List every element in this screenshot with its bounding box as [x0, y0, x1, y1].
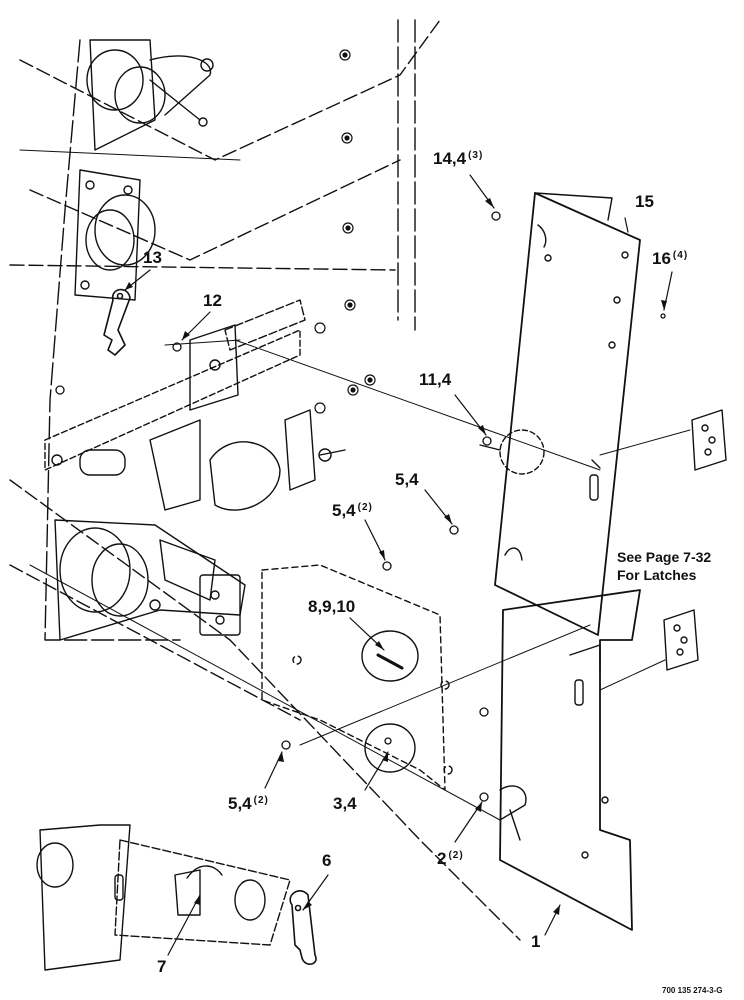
callout-5-4-c: 5,4(2): [228, 794, 269, 813]
frame-holes: [314, 49, 376, 414]
leader-arrowheads: [125, 198, 667, 915]
lower-shield-panel: [499, 589, 641, 931]
inset-bearing-assembly: [36, 824, 291, 971]
upper-bearing-assembly: [86, 39, 214, 151]
frame-vertical-edges: [44, 19, 416, 641]
center-bracket-plate: [44, 329, 346, 511]
hardware-bolts: [55, 211, 666, 802]
callout-8-9-10: 8,9,10: [308, 597, 356, 616]
callout-13: 13: [143, 248, 162, 267]
callout-15: 15: [635, 192, 654, 211]
note-line-2: For Latches: [617, 567, 697, 583]
callout-12: 12: [203, 291, 222, 310]
access-holes: [361, 429, 545, 773]
lower-mount-plate: [261, 564, 453, 791]
callout-2: 2(2): [437, 849, 464, 868]
callout-11-4: 11,4: [419, 370, 452, 389]
callout-1: 1: [531, 932, 541, 951]
note-line-1: See Page 7-32: [617, 549, 712, 565]
callout-14-4: 14,4(3): [433, 149, 484, 168]
callout-16: 16(4): [652, 249, 689, 268]
latch-reference-note: See Page 7-32 For Latches: [617, 548, 711, 584]
middle-bearing-assembly: [74, 169, 156, 301]
slide-bracket: [189, 299, 306, 411]
callout-6: 6: [322, 851, 332, 870]
callout-5-4-b: 5,4(2): [332, 501, 373, 520]
callout-7: 7: [157, 957, 167, 976]
assembly-lines: [19, 149, 691, 821]
callout-3-4: 3,4: [333, 794, 357, 813]
latch-lever-part-6: [289, 890, 317, 965]
upper-shield-panel: [494, 192, 641, 636]
latch-lever-part-13: [103, 288, 131, 356]
lower-bearing-assembly: [54, 519, 246, 641]
latch-bracket-lower: [663, 609, 699, 671]
latch-bracket-upper: [691, 409, 727, 471]
drawing-number: 700 135 274-3-G: [662, 986, 723, 995]
callout-5-4-a: 5,4: [395, 470, 419, 489]
